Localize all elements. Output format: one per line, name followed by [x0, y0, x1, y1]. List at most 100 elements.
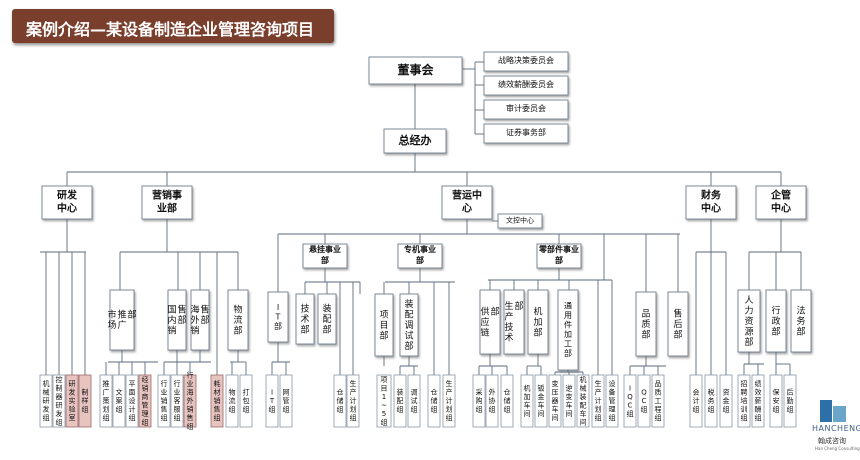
committee-compensation-label: 绩效薪酬委员会	[498, 79, 554, 89]
dept-tech-label: 技术部	[300, 302, 309, 335]
group-rd_sample-label: 制样组	[82, 388, 89, 414]
division-rd-label: 研发中心	[57, 189, 78, 215]
unit-suspension-label: 悬挂事业部	[308, 244, 341, 265]
group-rd_mech-label: 机械研发组	[43, 379, 50, 422]
committee-strategy: 战略决策委员会	[483, 51, 569, 72]
group-pt_machining-label: 机加车间	[524, 383, 531, 418]
unit-components: 零部件事业部	[536, 243, 582, 269]
group-sp_plan-label: 生产计划组	[446, 379, 453, 422]
dept-assembly-debug: 装配调试部	[399, 293, 419, 357]
dept-hr-label: 人力资源部	[744, 295, 753, 348]
division-finance-label: 财务中心	[700, 189, 722, 215]
group-pt_transformer-label: 变压器车间	[552, 379, 559, 422]
group-pt_store-label: 仓储组	[504, 388, 511, 414]
group-pt_equipment-label: 设备管理组	[609, 379, 616, 422]
group-pt_assembly-label: 机械装配车间	[580, 375, 587, 427]
group-mk_consumable: 耗材销售组	[210, 374, 224, 428]
group-pt_purchase: 采购组	[472, 374, 486, 428]
unit-components-label: 零部件事业部	[538, 244, 579, 265]
group-mk_logistics: 物流组	[225, 374, 239, 428]
group-mk_logistics-label: 物流组	[229, 388, 236, 414]
division-marketing: 营销事业部	[141, 185, 193, 220]
committee-compensation: 绩效薪酬委员会	[483, 75, 569, 96]
division-rd: 研发中心	[41, 185, 93, 220]
division-finance: 财务中心	[685, 185, 737, 220]
board-box-label: 董事会	[397, 62, 434, 77]
group-q_eng-label: 品质工程组	[655, 380, 662, 422]
group-it_net: 网管组	[279, 374, 293, 428]
dept-after-sales: 售后部	[667, 291, 689, 357]
dept-supply-chain-label: 供应链部	[480, 305, 499, 338]
unit-special-machine: 专机事业部	[397, 243, 443, 269]
group-mk_overseas-label: 行业海外销售组	[187, 371, 194, 431]
board-box: 董事会	[368, 56, 463, 85]
group-mk_plan: 推广策划组	[99, 374, 113, 428]
group-pt_plan: 生产计划组	[591, 374, 605, 428]
group-pt_sheet: 钣金车间	[534, 374, 548, 428]
division-operations: 营运中心	[441, 185, 493, 220]
company-logo: HANCHENG 翰成咨询 Han Cheng Consulting	[812, 400, 860, 456]
group-sp_debug-label: 调试组	[411, 388, 418, 414]
dept-domestic-sales-label: 国内销售部	[167, 303, 186, 336]
group-rd_lab: 研发实验室	[65, 374, 79, 428]
group-f_fund-label: 资金组	[723, 388, 730, 414]
group-hr_recruit-label: 招聘培训组	[741, 379, 748, 422]
group-mk_design: 平面设计组	[125, 374, 139, 428]
dept-project: 项目部	[374, 293, 394, 357]
logo-name-en: Han Cheng Consulting	[815, 446, 860, 451]
committee-securities-label: 证券事务部	[506, 127, 546, 137]
dept-assembly-debug-label: 装配调试部	[404, 298, 413, 352]
group-sp_assembly-label: 装配组	[397, 388, 404, 414]
group-ad_logistics-label: 后勤组	[787, 388, 794, 414]
division-operations-label: 营运中心	[452, 189, 482, 215]
logo-brand: HANCHENG	[812, 424, 860, 433]
unit-suspension: 悬挂事业部	[302, 243, 348, 269]
group-mk_plan-label: 推广策划组	[103, 379, 110, 422]
group-pt_outsource-label: 外协组	[489, 388, 496, 414]
page-title: 案例介绍—某设备制造企业管理咨询项目	[26, 20, 315, 39]
group-rd_ctrl-label: 控制器研发组	[56, 375, 63, 427]
group-mk_copy-label: 文案组	[116, 388, 123, 414]
group-hr_perf: 绩效薪酬组	[751, 374, 765, 428]
dept-domestic-sales: 国内销售部	[167, 289, 187, 351]
group-q_eng: 品质工程组	[651, 374, 665, 428]
committee-securities: 证券事务部	[483, 123, 569, 144]
dept-after-sales-label: 售后部	[673, 307, 682, 340]
group-mk_copy: 文案组	[112, 374, 126, 428]
dept-quality: 品质部	[635, 291, 657, 357]
group-pt_plan-label: 生产计划组	[595, 379, 602, 422]
group-susp_plan-label: 生产计划组	[350, 379, 357, 422]
group-sp_debug: 调试组	[407, 374, 421, 428]
group-ad_logistics: 后勤组	[783, 374, 797, 428]
group-rd_ctrl: 控制器研发组	[52, 374, 66, 428]
group-pt_purchase-label: 采购组	[476, 388, 483, 414]
dept-marketing-promo: 市场推广部	[107, 289, 137, 351]
dept-assembly: 装配部	[317, 293, 337, 345]
group-it_net-label: 网管组	[283, 389, 290, 414]
group-pt_reactor-label: 逆变车间	[566, 383, 573, 418]
group-mk_pack: 打包组	[239, 374, 253, 428]
group-mk_dealer-label: 经销商管理组	[142, 375, 149, 427]
committee-strategy-label: 战略决策委员会	[498, 55, 554, 65]
group-sp_store-label: 仓储组	[431, 388, 438, 414]
logo-name-cn: 翰成咨询	[818, 437, 846, 445]
group-mk_cs: 行业客服组	[170, 374, 184, 428]
group-ad_security-label: 保安组	[773, 388, 780, 414]
group-susp_store-label: 仓储组	[337, 388, 344, 414]
gm-office-box-label: 总经办	[399, 133, 432, 147]
group-f_tax-label: 税务组	[708, 388, 715, 414]
group-pt_reactor: 逆变车间	[562, 374, 576, 428]
dept-admin: 行政部	[765, 289, 787, 353]
dept-marketing-promo-label: 市场推广部	[107, 309, 136, 332]
dept-general-parts: 通用件加工部	[557, 289, 579, 371]
group-sp_store: 仓储组	[427, 374, 441, 428]
division-admin-mgmt-label: 企管中心	[770, 189, 791, 215]
group-pt_store: 仓储组	[500, 374, 514, 428]
group-pt_machining: 机加车间	[520, 374, 534, 428]
group-susp_plan: 生产计划组	[346, 374, 360, 428]
unit-special-machine-label: 专机事业部	[404, 244, 436, 265]
